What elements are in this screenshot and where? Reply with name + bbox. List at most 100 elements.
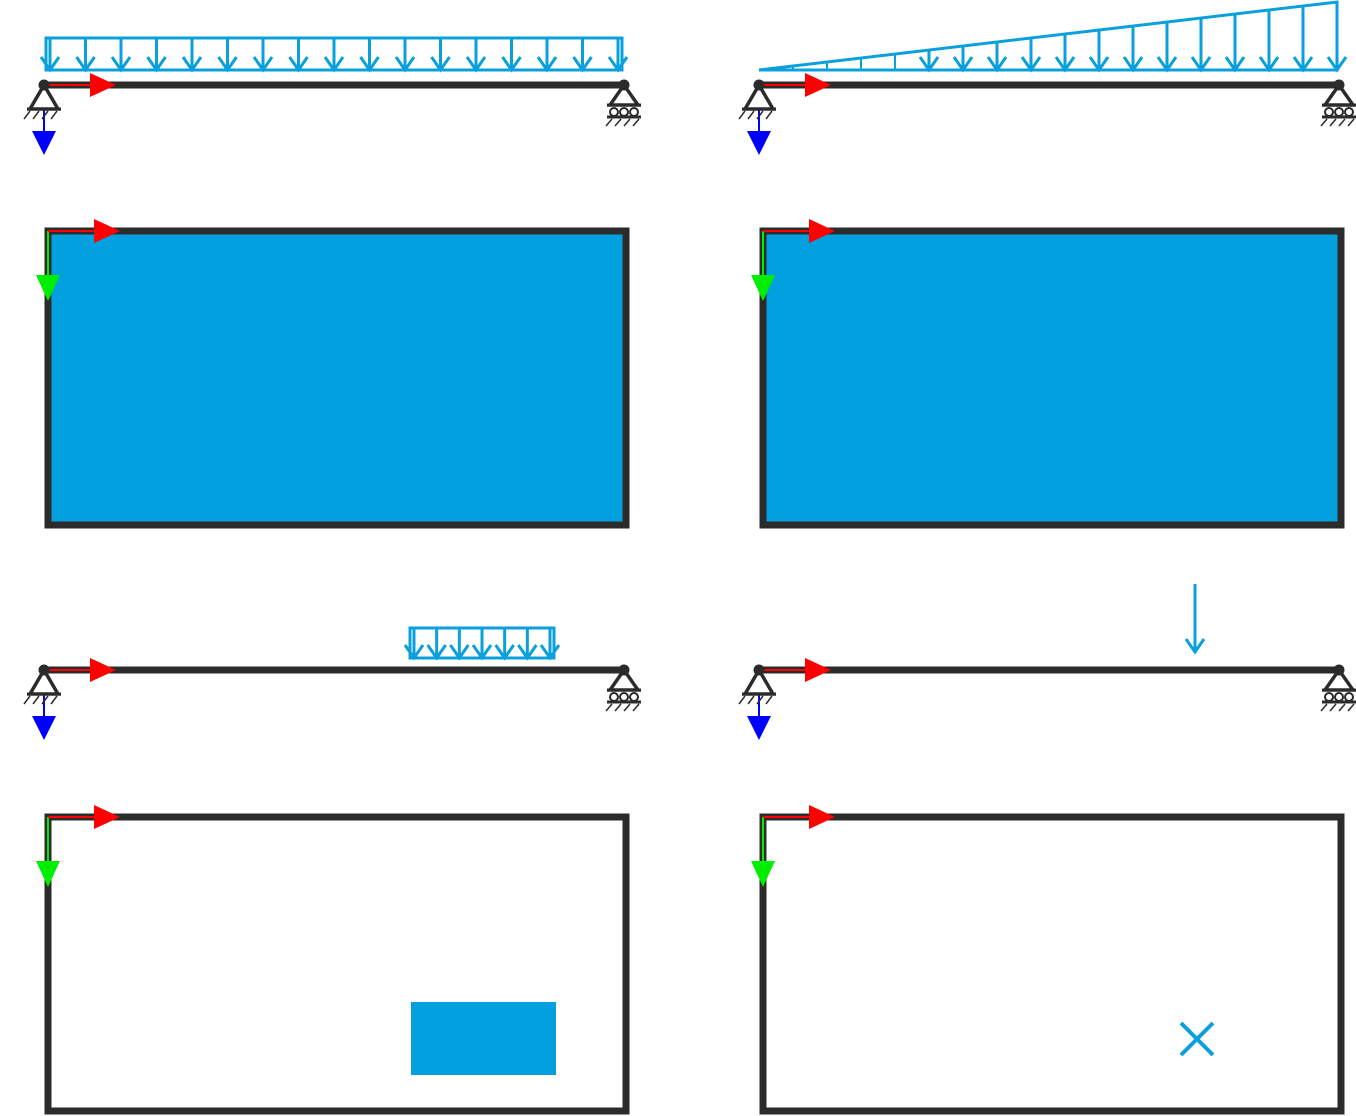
support-hinge [38,664,50,676]
support-hatch [23,695,31,705]
support-hatch [1338,118,1346,127]
support-hatch [747,695,755,705]
load-arrow-icon [1054,34,1076,73]
load-arrow-head [252,56,274,73]
support-hatch [765,110,773,120]
support-hatch [1320,118,1328,127]
pinned-support-icon [23,664,62,705]
load-arrow-head [1054,56,1076,73]
load-arrow-icon [465,38,487,73]
axis-arrow-icon [751,805,835,887]
load-arrow-head [449,644,470,661]
load-arrow-head [359,56,380,73]
support-hatch [1320,703,1328,712]
load-arrow-head [1088,56,1110,73]
roller-support-icon [605,79,642,127]
support-hatch [632,703,640,712]
roller-wheel [1344,692,1354,702]
load-arrow-head [471,644,493,661]
load-arrow-head [465,56,487,73]
load-arrow-head [1326,56,1348,73]
load-arrow-icon [952,46,974,73]
load-arrow-head [501,56,522,73]
load-arrow-icon [501,38,522,73]
load-arrow-icon [536,38,558,73]
load-arrow-icon [1184,584,1206,655]
load-arrow-icon [394,38,416,73]
load-arrow-head [607,56,629,73]
axis-x-arrowhead [809,805,835,829]
support-hatch [605,703,613,712]
axis-arrow-icon [751,219,835,301]
support-hatch [23,110,31,120]
load-arrow-icon [1156,22,1178,73]
load-arrow-head [394,56,416,73]
load-arrow-icon [75,38,96,73]
load-arrow-icon [323,38,345,73]
load-arrow-icon [430,38,451,73]
load-arrow-icon [1258,10,1280,73]
support-hatch [614,118,622,127]
roller-support-icon [1320,79,1356,127]
load-arrow-icon [288,38,309,73]
load-arrow-head [494,644,515,661]
axis-y-arrowhead [32,716,56,740]
load-arrow-head [110,56,132,73]
roller-support-icon [1320,664,1356,712]
load-outline [758,0,1339,72]
load-arrow-head [1020,56,1042,73]
load-arrow-icon [986,42,1008,73]
plan-load-area [763,231,1341,525]
support-hinge [1333,79,1345,91]
beam-load [1184,584,1206,655]
load-arrow-head [1184,638,1206,655]
load-arrow-icon [1020,38,1042,73]
load-arrow-icon [1190,18,1212,73]
load-arrow-head [323,56,345,73]
beam-load [39,36,629,73]
roller-wheel [1344,107,1354,117]
axis-y-arrowhead [747,131,771,155]
axis-arrow-icon [36,805,120,887]
load-arrow-head [1122,56,1144,73]
support-hinge [753,664,765,676]
plan-outline [759,813,1345,1115]
support-hatch [632,118,640,127]
roller-wheel [619,107,629,117]
load-arrow-head [517,644,538,661]
support-hatch [32,110,40,120]
load-arrow-icon [572,38,593,73]
support-hatch [32,695,40,705]
load-arrow-icon [1326,2,1348,73]
load-arrow-head [1190,56,1212,73]
load-arrow-head [572,56,593,73]
load-arrow-head [536,56,558,73]
load-arrow-head [426,644,447,661]
support-hatch [1347,703,1355,712]
load-arrow-icon [359,38,380,73]
support-hinge [38,79,50,91]
plan-diagrams [36,219,1345,1115]
load-arrow-icon [918,50,940,73]
axis-x-arrowhead [805,658,831,682]
support-hatch [623,703,631,712]
load-arrow-head [918,56,940,73]
load-arrow-head [217,56,238,73]
beam-panel-triangular-load [738,0,1356,155]
pinned-support-icon [23,79,62,120]
roller-support-icon [605,664,642,712]
beam-panel-partial-uniform-load [23,626,642,740]
roller-wheel [609,107,619,117]
support-hatch [1329,118,1337,127]
load-arrow-icon [1224,14,1246,73]
support-hatch [50,110,58,120]
load-arrow-icon [146,38,167,73]
support-hinge [618,664,630,676]
load-arrow-head [1292,56,1314,73]
plan-outline [44,227,630,529]
support-hatch [41,695,49,705]
axis-y-arrowhead [36,861,60,887]
load-arrow-icon [607,38,629,73]
plan-panel-uniform-load [36,219,630,529]
